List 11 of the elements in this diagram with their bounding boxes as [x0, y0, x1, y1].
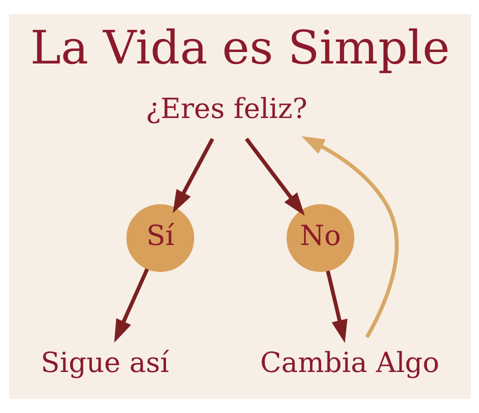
arrow	[300, 136, 398, 338]
arrow	[114, 268, 148, 343]
node-circle: No	[286, 204, 354, 272]
arrow	[172, 138, 214, 214]
node-text: ¿Eres feliz?	[145, 92, 307, 125]
arrow	[244, 138, 304, 216]
node-text: Cambia Algo	[260, 346, 439, 379]
diagram-title: La Vida es Simple	[30, 20, 450, 74]
node-circle: Sí	[126, 204, 194, 272]
arrow	[325, 270, 347, 343]
node-text: Sigue así	[40, 346, 169, 379]
